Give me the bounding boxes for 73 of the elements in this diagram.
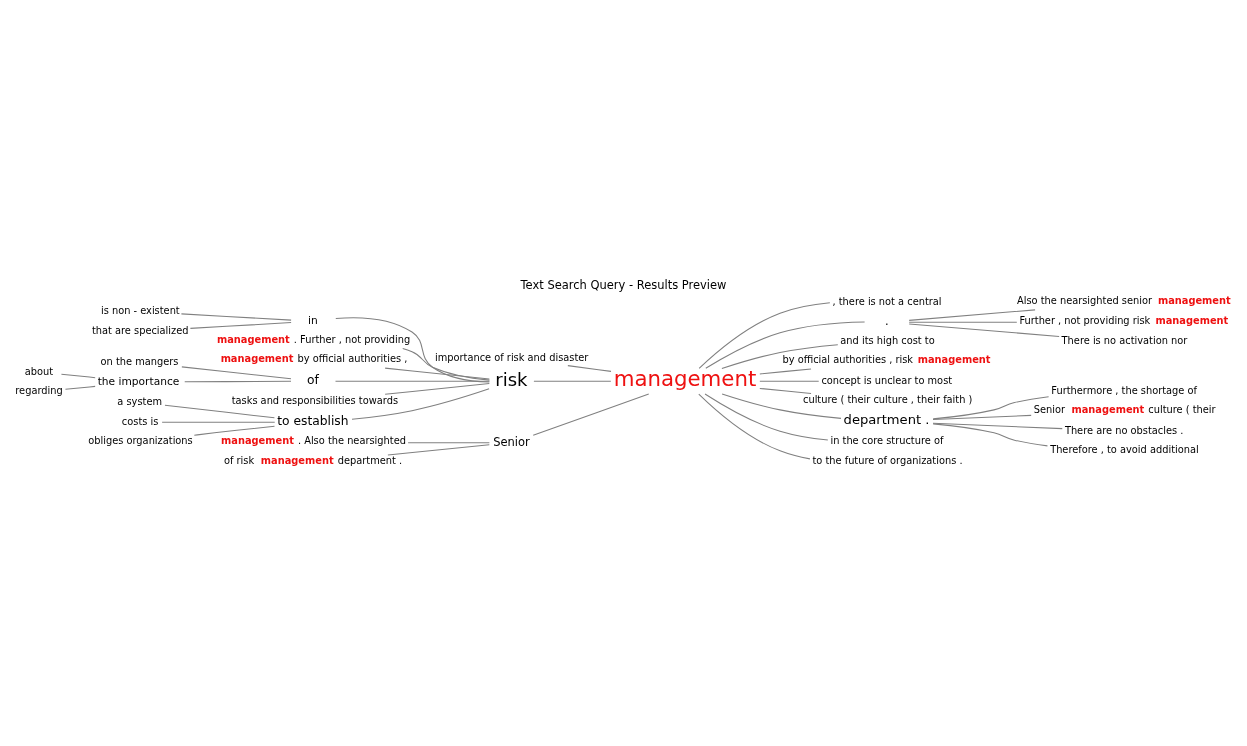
- node-text: culture ( their culture , their faith ): [803, 394, 973, 406]
- connector: [164, 404, 275, 419]
- node-text: that are specialized: [91, 324, 189, 336]
- connector: [532, 393, 650, 436]
- connector: [184, 380, 292, 383]
- connector: [908, 323, 1060, 337]
- connector: [533, 380, 612, 382]
- node-text: management . Also the nearsighted: [221, 435, 406, 447]
- connector: [698, 393, 811, 460]
- node-text: .: [884, 314, 889, 329]
- diagram-title: Text Search Query - Results Preview: [520, 277, 727, 292]
- connector: [721, 393, 842, 419]
- connector: [180, 313, 292, 321]
- node-text: management . Further , not providing: [216, 333, 411, 345]
- connector: [698, 302, 831, 369]
- node-text: Further , not providing risk management: [1019, 314, 1229, 326]
- node-text: a system: [117, 396, 163, 408]
- connector: [908, 321, 1018, 323]
- node-text: of risk management department .: [223, 455, 403, 467]
- connector: [704, 393, 829, 441]
- connector: [64, 385, 96, 390]
- connector: [384, 367, 490, 380]
- node-text: to the future of organizations .: [812, 455, 963, 467]
- node-text: Also the nearsighted senior management: [1016, 295, 1231, 307]
- node-text: Furthermore , the shortage of: [1051, 385, 1198, 397]
- connector: [189, 322, 292, 329]
- connector: [351, 388, 490, 420]
- node-text: concept is unclear to most: [821, 374, 953, 386]
- node-text: is non - existent: [100, 305, 180, 317]
- node-text: management: [613, 366, 757, 392]
- connector: [384, 382, 490, 395]
- connector: [193, 425, 276, 436]
- connector: [334, 380, 490, 382]
- node-text: tasks and responsibilities towards: [231, 395, 399, 407]
- node-text: to establish: [277, 414, 349, 429]
- node-text: , there is not a central: [832, 296, 942, 308]
- node-text: There are no obstacles .: [1064, 424, 1184, 436]
- connector: [407, 442, 490, 444]
- node-text: in: [307, 314, 318, 328]
- node-text: risk: [495, 368, 528, 390]
- node-text: management by official authorities ,: [220, 353, 408, 365]
- connector: [721, 344, 839, 369]
- connector: [759, 368, 812, 375]
- node-text: costs is: [121, 415, 159, 427]
- connector: [387, 444, 490, 456]
- node-text: importance of risk and disaster: [434, 351, 589, 363]
- node-text: regarding: [15, 385, 63, 397]
- connector: [161, 421, 276, 423]
- connector: [335, 317, 490, 383]
- connector: [759, 380, 820, 382]
- node-text: and its high cost to: [840, 335, 935, 347]
- node-text: Senior: [493, 434, 530, 449]
- connector: [932, 423, 1048, 447]
- connector: [932, 414, 1032, 420]
- node-text: There is no activation nor: [1061, 335, 1188, 347]
- node-text: obliges organizations: [88, 435, 193, 447]
- connector: [932, 396, 1050, 420]
- connector: [705, 321, 866, 369]
- connector: [759, 387, 812, 394]
- node-text: about: [24, 365, 54, 377]
- connector: [908, 309, 1036, 321]
- connector: [60, 373, 96, 379]
- node-text: on the mangers: [100, 355, 179, 367]
- node-text: department .: [843, 412, 930, 428]
- connector: [402, 347, 490, 381]
- node-text: by official authorities , risk management: [782, 354, 991, 366]
- node-text: Senior management culture ( their: [1033, 404, 1216, 416]
- node-text: of: [307, 373, 319, 388]
- connector: [181, 366, 292, 380]
- node-text: in the core structure of: [830, 435, 944, 447]
- connector: [567, 365, 612, 372]
- node-text: the importance: [97, 374, 180, 388]
- node-text: Therefore , to avoid additional: [1050, 444, 1199, 456]
